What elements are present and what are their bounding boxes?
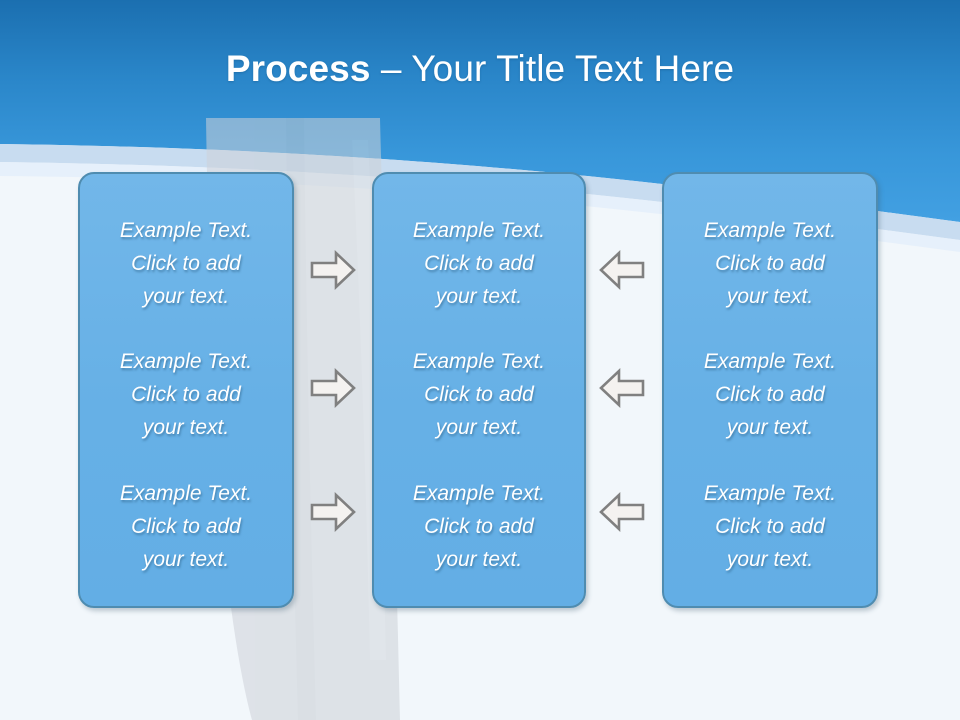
process-box-column-1[interactable]: Example Text. Click to add your text. Ex… (78, 172, 294, 608)
process-text-c2-r2[interactable]: Example Text. Click to add your text. (412, 350, 546, 439)
process-text-c3-r1[interactable]: Example Text. Click to add your text. (703, 219, 837, 308)
arrow-right-icon[interactable] (309, 492, 357, 532)
process-text-c2-r3[interactable]: Example Text. Click to add your text. (412, 482, 546, 571)
arrow-right-icon[interactable] (309, 368, 357, 408)
process-box-column-2[interactable]: Example Text. Click to add your text. Ex… (372, 172, 586, 608)
arrow-left-icon[interactable] (598, 368, 646, 408)
page-title-bold: Process (225, 48, 371, 89)
process-text-c2-r1[interactable]: Example Text. Click to add your text. (412, 219, 546, 308)
process-text-c3-r3[interactable]: Example Text. Click to add your text. (703, 482, 837, 571)
process-text-c1-r2[interactable]: Example Text. Click to add your text. (119, 350, 253, 439)
process-text-c3-r2[interactable]: Example Text. Click to add your text. (703, 350, 837, 439)
process-text-c1-r1[interactable]: Example Text. Click to add your text. (119, 219, 253, 308)
process-box-column-3[interactable]: Example Text. Click to add your text. Ex… (662, 172, 878, 608)
arrow-left-icon[interactable] (598, 492, 646, 532)
process-text-c1-r3[interactable]: Example Text. Click to add your text. (119, 482, 253, 571)
page-title-rest: – Your Title Text Here (370, 48, 735, 89)
page-title: Process – Your Title Text Here (0, 47, 960, 91)
arrow-right-icon[interactable] (309, 250, 357, 290)
arrow-left-icon[interactable] (598, 250, 646, 290)
